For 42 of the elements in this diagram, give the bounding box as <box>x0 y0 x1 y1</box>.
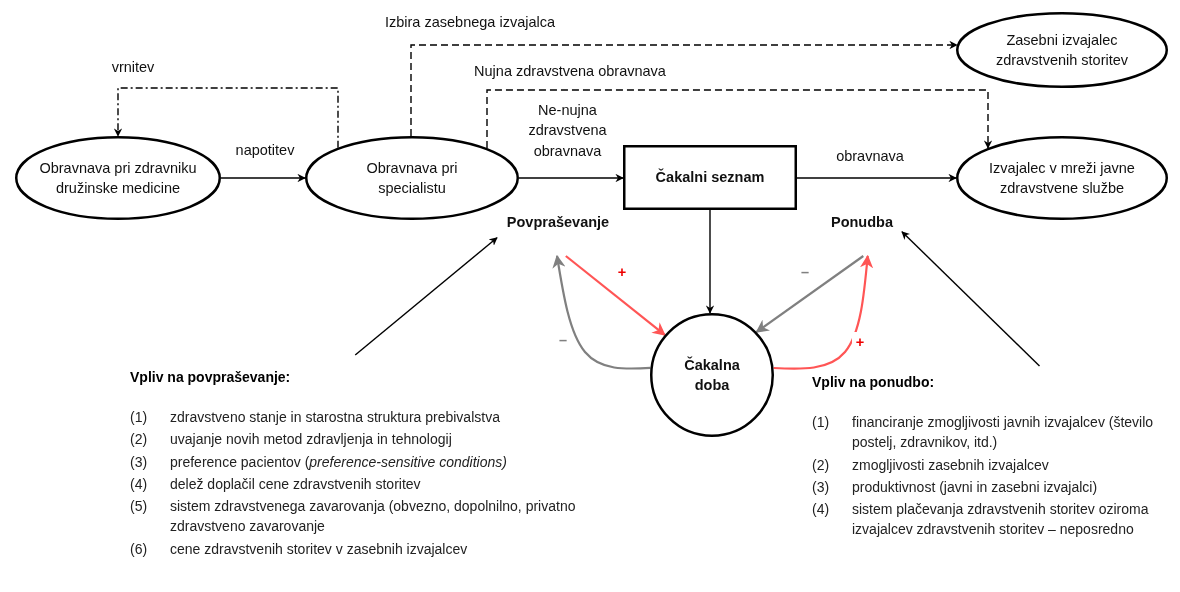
list-number: (1) <box>130 408 149 427</box>
list-number: (2) <box>130 430 149 450</box>
arrow <box>518 173 624 183</box>
arrow <box>901 231 1041 367</box>
list-number: (5) <box>130 497 149 517</box>
list-item-text: delež doplačil cene zdravstvenih storitev <box>170 474 422 494</box>
arrow <box>486 89 993 149</box>
list-item-text: zmogljivosti zasebnih izvajalcev <box>852 455 1050 475</box>
factor-label: Povpraševanje <box>506 213 610 232</box>
arrow <box>354 237 498 356</box>
list-heading: Vpliv na ponudbo: <box>812 374 935 390</box>
list-item-text: uvajanje novih metod zdravljenja in tehnologij <box>170 430 453 450</box>
node-label: Obravnava pri specialistu <box>365 158 459 198</box>
list-number: (6) <box>130 539 149 559</box>
list-number: (3) <box>812 477 831 497</box>
arrow <box>565 255 666 336</box>
list-number: (2) <box>812 455 831 475</box>
list-item-text: produktivnost (javni in zasebni izvajalci) <box>852 477 1099 497</box>
list-item-text: sistem plačevanja zdravstvenih storitev oziroma izvajalcev zdravstvenih storitev – neposredno <box>852 500 1150 540</box>
arrow <box>796 173 957 183</box>
node-label: Zasebni izvajalec zdravstvenih storitev <box>994 30 1130 70</box>
list-number: (1) <box>812 413 831 432</box>
arrow <box>773 254 874 370</box>
factor-label: Ponudba <box>831 213 893 232</box>
list-item-text: financiranje zmogljivosti javnih izvajalcev (število postelj, zdravnikov, itd.) <box>852 413 1155 453</box>
arrow <box>552 254 651 370</box>
list-number: (4) <box>130 474 149 494</box>
node-label: Čakalni seznam <box>655 167 765 188</box>
list-item-text: preference pacientov (preference-sensitive conditions) <box>170 452 508 472</box>
list-heading: Vpliv na povpraševanje: <box>130 369 291 385</box>
list-item-text: cene zdravstvenih storitev v zasebnih izvajalcev <box>170 539 469 559</box>
arrow <box>220 173 306 183</box>
arrow <box>755 255 864 333</box>
node-label: Izvajalec v mreži javne zdravstvene službe <box>988 158 1136 198</box>
node-label: Čakalna doba <box>683 355 741 395</box>
arrow <box>113 87 339 149</box>
arrow <box>410 40 958 137</box>
list-number: (3) <box>130 452 149 472</box>
list-number: (4) <box>812 500 831 520</box>
arrow <box>705 209 715 314</box>
node-label: Obravnava pri zdravniku družinske medicine <box>38 158 198 198</box>
list-item-text: zdravstveno stanje in starostna struktura prebivalstva <box>170 408 501 427</box>
